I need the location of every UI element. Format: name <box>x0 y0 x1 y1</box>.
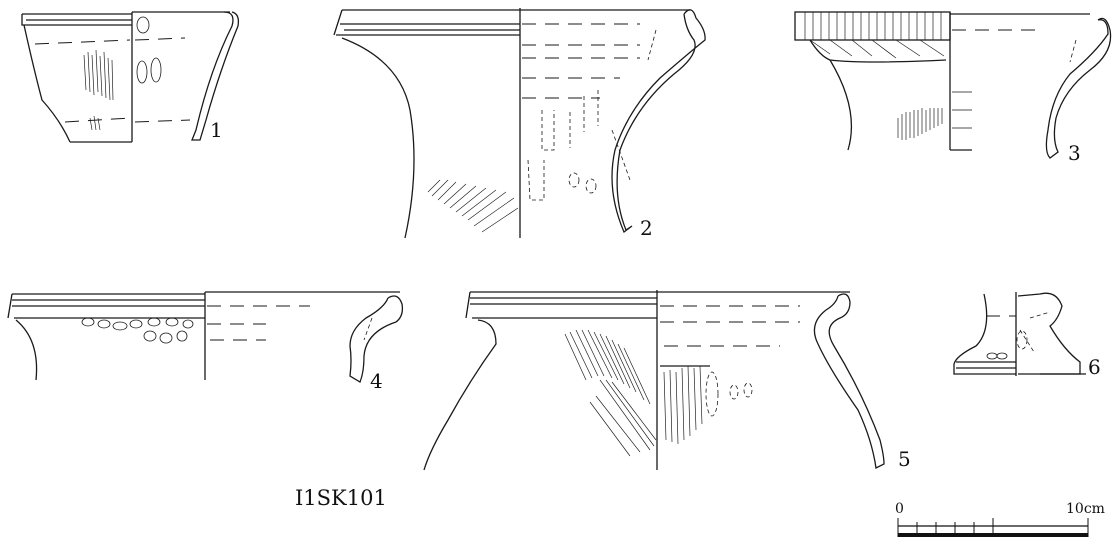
vessel-number-5: 5 <box>898 447 911 471</box>
vessel-4: 4 <box>7 291 404 393</box>
vessel-number-1: 1 <box>210 118 223 142</box>
vessel-2: 2 <box>333 8 706 240</box>
vessel-number-4: 4 <box>370 369 383 393</box>
vessel-1: 1 <box>21 11 240 143</box>
vessel-6: 6 <box>953 292 1101 379</box>
vessel-number-2: 2 <box>640 216 653 240</box>
vessel-5: 5 <box>423 290 911 471</box>
vessel-number-6: 6 <box>1088 355 1101 379</box>
scale-start-label: 0 <box>895 501 904 517</box>
scale-end-label: 10cm <box>1066 501 1105 517</box>
vessel-3: 3 <box>794 11 1112 165</box>
scale-bar: 0 10cm <box>895 501 1105 537</box>
vessel-number-3: 3 <box>1068 141 1081 165</box>
figure-caption: I1SK101 <box>295 486 387 510</box>
